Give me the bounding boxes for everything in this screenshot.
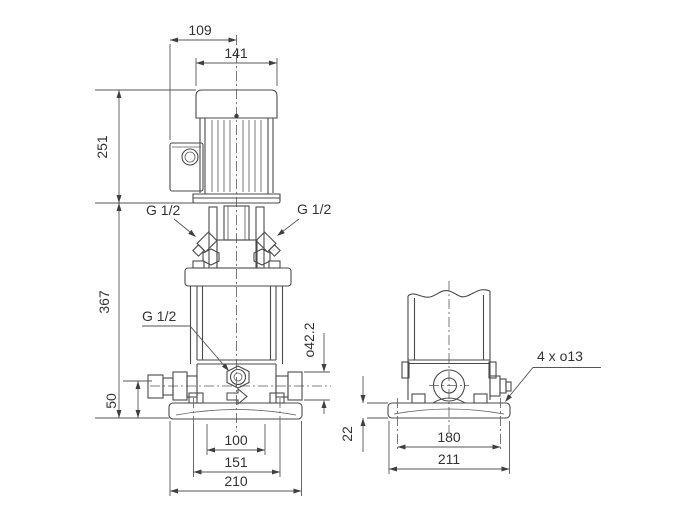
dim-367: 367 <box>95 203 169 419</box>
foot-outline <box>196 359 277 403</box>
dim-109: 109 <box>169 22 237 140</box>
staybolt-nut-left <box>192 260 205 269</box>
base-outline <box>168 402 303 420</box>
dim-211: 211 <box>388 421 510 474</box>
front-centerlines <box>150 35 331 432</box>
dim-180-label: 180 <box>437 429 461 445</box>
dim-141-label: 141 <box>224 45 248 61</box>
dim-210-label: 210 <box>224 473 248 489</box>
cable-gland-outer <box>181 148 199 166</box>
side-body <box>407 291 491 400</box>
base-casting-line <box>175 409 297 416</box>
label-g12-left: G 1/2 <box>146 202 196 237</box>
g12-left-text: G 1/2 <box>146 202 180 218</box>
dim-100: 100 <box>206 424 266 455</box>
base-holes-text: 4 x o13 <box>537 348 583 364</box>
suction-port <box>147 371 198 401</box>
dim-210: 210 <box>169 421 302 496</box>
boss-bottom-arc <box>432 397 466 404</box>
side-base-casting-line <box>393 408 505 415</box>
motor-body-sides <box>199 118 274 194</box>
dim-180: 180 <box>397 429 501 450</box>
g12-drain-text: G 1/2 <box>142 308 176 324</box>
side-base-plate <box>387 398 511 452</box>
label-g12-right: G 1/2 <box>277 201 331 236</box>
pump-foot <box>147 359 303 406</box>
sleeve-walls <box>189 286 284 364</box>
stool-post-left <box>208 206 218 269</box>
dim-100-label: 100 <box>224 432 248 448</box>
cable-gland-inner <box>184 151 196 163</box>
top-flange <box>184 267 292 287</box>
dim-22: 22 <box>339 376 388 452</box>
coupling-lines <box>227 206 246 240</box>
dim-22-label: 22 <box>339 426 355 442</box>
dim-109-label: 109 <box>188 22 212 38</box>
terminal-box-body <box>169 142 204 192</box>
motor-cooling-fins <box>211 120 262 192</box>
dim-211-label: 211 <box>438 451 461 467</box>
g12-right-text: G 1/2 <box>297 201 331 217</box>
label-base-holes: 4 x o13 <box>505 348 601 402</box>
port-boss <box>429 369 469 404</box>
terminal-box <box>169 142 204 192</box>
clamp-lug-right <box>488 361 497 379</box>
front-base-plate <box>168 398 303 424</box>
label-g12-drain: G 1/2 <box>142 308 229 371</box>
dim-251-label: 251 <box>94 135 110 159</box>
side-plug <box>489 375 512 397</box>
dim-151-label: 151 <box>224 454 248 470</box>
dim-50-label: 50 <box>103 393 119 409</box>
front-view <box>147 35 331 432</box>
dim-port-diameter-label: o42.2 <box>301 322 317 357</box>
side-base-outline <box>387 402 511 419</box>
fan-cover-screw <box>234 113 239 119</box>
staybolt-nut-right <box>268 260 281 269</box>
dimensions-front: 109 141 251 367 <box>94 22 331 496</box>
fan-cover <box>195 89 278 119</box>
dim-50: 50 <box>103 380 152 418</box>
dim-port-diameter: o42.2 <box>301 322 330 414</box>
dimensions-side: 4 x o13 22 180 211 <box>339 348 601 474</box>
clamp-lug-left <box>401 361 410 379</box>
discharge-port <box>275 371 303 401</box>
vent-plug-left <box>192 231 220 266</box>
side-view <box>387 281 512 452</box>
dim-251: 251 <box>94 89 197 204</box>
chamber-stack <box>184 260 292 364</box>
motor-flange <box>192 193 281 204</box>
foot-pad-right <box>269 392 285 404</box>
pump-head-block <box>216 239 258 269</box>
flow-direction-arrow <box>226 387 248 406</box>
dim-151: 151 <box>193 424 281 477</box>
side-foot-pad-right <box>473 393 488 404</box>
dim-141: 141 <box>195 45 278 86</box>
motor <box>192 89 281 204</box>
vent-plug-right <box>253 231 281 266</box>
dim-367-label: 367 <box>96 290 112 314</box>
break-line <box>407 289 491 298</box>
drain-plug <box>226 365 250 389</box>
foot-pad-left <box>188 392 204 404</box>
side-foot-pad-left <box>411 393 426 404</box>
